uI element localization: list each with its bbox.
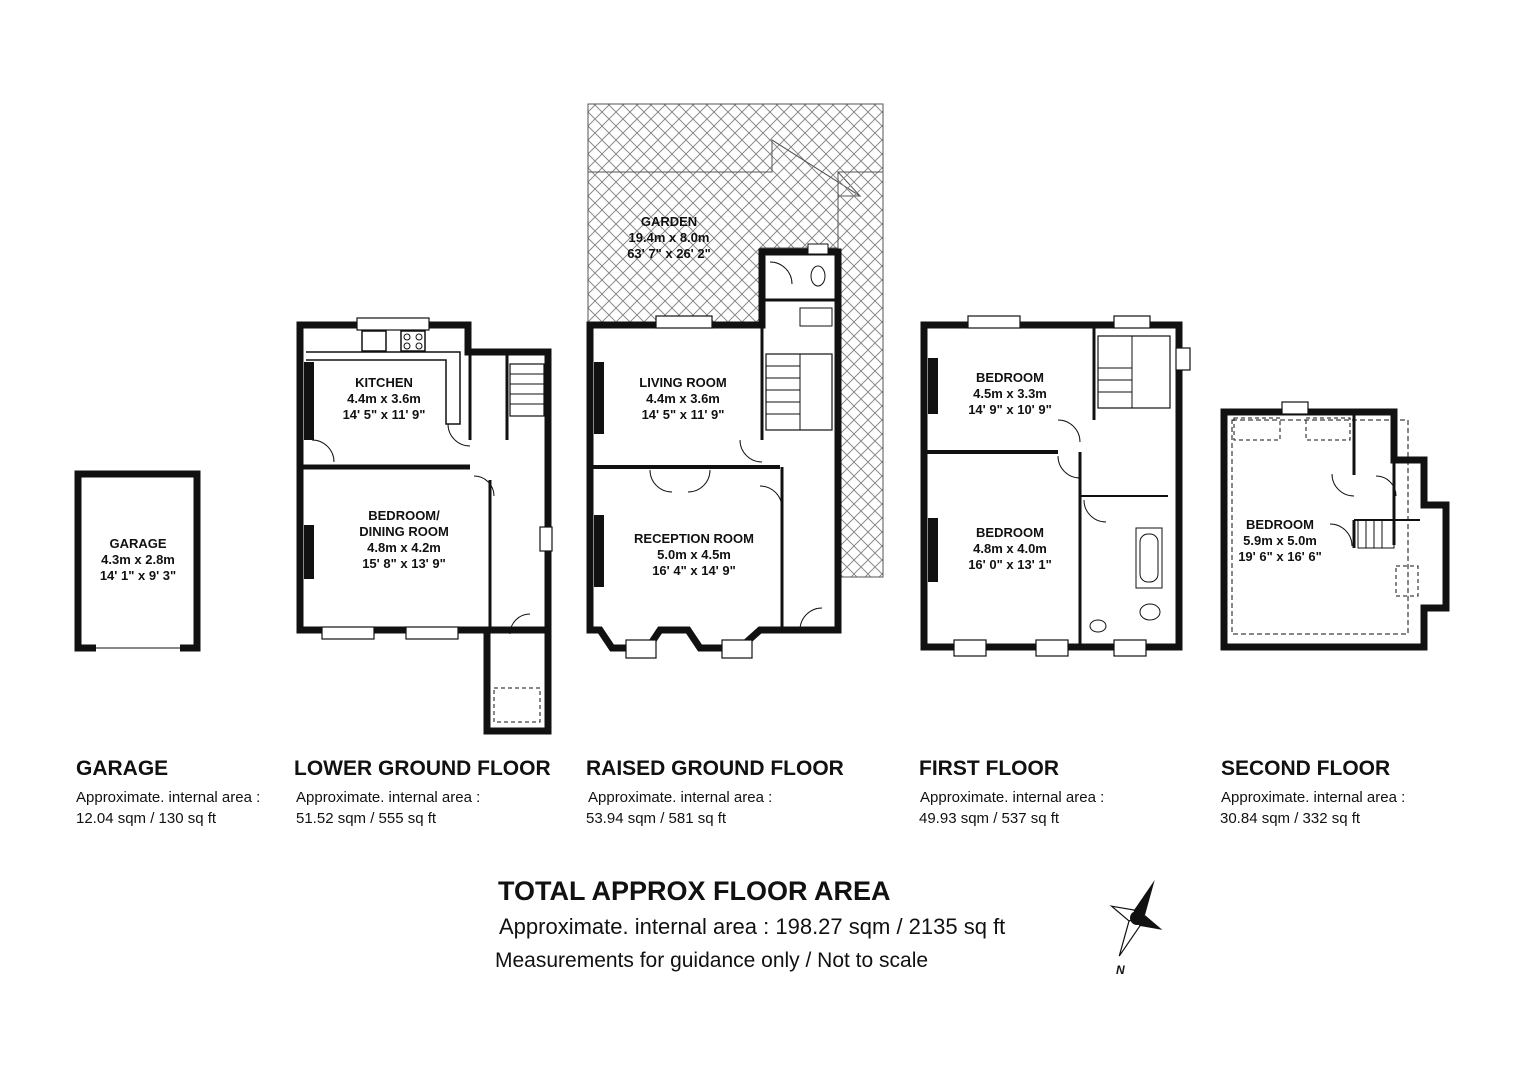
garage-area-label: Approximate. internal area : (76, 789, 261, 806)
measurements-disclaimer: Measurements for guidance only / Not to … (495, 949, 929, 972)
total-area-value: Approximate. internal area : 198.27 sqm … (499, 914, 1006, 939)
second-bedroom-imperial: 19' 6" x 16' 6" (1238, 549, 1322, 564)
lower-ground-area-label: Approximate. internal area : (296, 789, 481, 806)
raised-ground-plan: GARDEN 19.4m x 8.0m 63' 7" x 26' 2" LIVI… (586, 214, 842, 659)
bedroom-dining-name-2: DINING ROOM (359, 524, 449, 539)
reception-room-imperial: 16' 4" x 14' 9" (652, 563, 736, 578)
first-floor-title: FIRST FLOOR (919, 757, 1059, 780)
bedroom-dining-imperial: 15' 8" x 13' 9" (362, 556, 446, 571)
first-floor-area-label: Approximate. internal area : (920, 789, 1105, 806)
garage-room-metric: 4.3m x 2.8m (101, 552, 175, 567)
second-floor-plan: BEDROOM 5.9m x 5.0m 19' 6" x 16' 6" (1220, 401, 1450, 651)
living-room-metric: 4.4m x 3.6m (646, 391, 720, 406)
living-room-imperial: 14' 5" x 11' 9" (642, 407, 725, 422)
first-bedroom-front-name: BEDROOM (976, 525, 1044, 540)
second-bedroom-name: BEDROOM (1246, 517, 1314, 532)
garden-name: GARDEN (641, 214, 697, 229)
bedroom-dining-name-1: BEDROOM/ (368, 508, 440, 523)
lower-ground-plan: KITCHEN 4.4m x 3.6m 14' 5" x 11' 9" BEDR… (296, 317, 553, 735)
garage-area-value: 12.04 sqm / 130 sq ft (76, 810, 217, 827)
garden-imperial: 63' 7" x 26' 2" (627, 246, 711, 261)
compass-north-label: N (1116, 963, 1125, 977)
reception-room-name: RECEPTION ROOM (634, 531, 754, 546)
first-floor-area-value: 49.93 sqm / 537 sq ft (919, 810, 1060, 827)
second-floor-area-label: Approximate. internal area : (1221, 789, 1406, 806)
lower-ground-area-value: 51.52 sqm / 555 sq ft (296, 810, 437, 827)
living-room-name: LIVING ROOM (639, 375, 726, 390)
first-floor-plan: BEDROOM 4.5m x 3.3m 14' 9" x 10' 9" BEDR… (920, 315, 1191, 657)
first-bedroom-front-metric: 4.8m x 4.0m (973, 541, 1047, 556)
second-bedroom-metric: 5.9m x 5.0m (1243, 533, 1317, 548)
bedroom-dining-metric: 4.8m x 4.2m (367, 540, 441, 555)
garage-room-imperial: 14' 1" x 9' 3" (100, 568, 176, 583)
first-bedroom-front-imperial: 16' 0" x 13' 1" (968, 557, 1052, 572)
reception-room-metric: 5.0m x 4.5m (657, 547, 731, 562)
garage-plan: GARAGE 4.3m x 2.8m 14' 1" x 9' 3" (74, 470, 201, 652)
first-bedroom-rear-imperial: 14' 9" x 10' 9" (968, 402, 1052, 417)
kitchen-imperial: 14' 5" x 11' 9" (343, 407, 426, 422)
garden-metric: 19.4m x 8.0m (629, 230, 710, 245)
raised-ground-area-label: Approximate. internal area : (588, 789, 773, 806)
kitchen-name: KITCHEN (355, 375, 413, 390)
garage-room-name: GARAGE (109, 536, 166, 551)
raised-ground-area-value: 53.94 sqm / 581 sq ft (586, 810, 727, 827)
total-area-title: TOTAL APPROX FLOOR AREA (498, 876, 891, 906)
garage-title: GARAGE (76, 757, 169, 780)
compass-rose (1109, 879, 1163, 957)
garden-area (587, 103, 884, 578)
lower-ground-title: LOWER GROUND FLOOR (294, 757, 551, 780)
second-floor-area-value: 30.84 sqm / 332 sq ft (1220, 810, 1361, 827)
first-bedroom-rear-metric: 4.5m x 3.3m (973, 386, 1047, 401)
kitchen-metric: 4.4m x 3.6m (347, 391, 421, 406)
raised-ground-title: RAISED GROUND FLOOR (586, 757, 844, 780)
first-bedroom-rear-name: BEDROOM (976, 370, 1044, 385)
second-floor-title: SECOND FLOOR (1221, 757, 1391, 780)
